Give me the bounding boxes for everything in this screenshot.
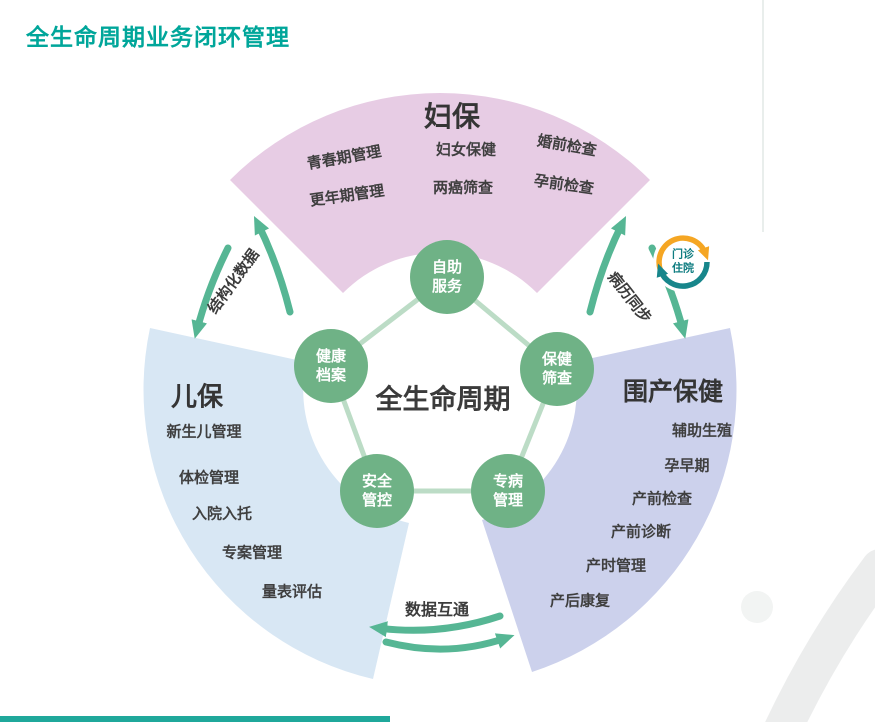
segment-item: 产前诊断 xyxy=(610,522,672,541)
segment-item: 新生儿管理 xyxy=(166,422,242,441)
node-label: 管理 xyxy=(492,491,523,509)
structured-data-arrows xyxy=(191,215,294,339)
center-label: 全生命周期 xyxy=(375,384,511,416)
segment-item: 孕早期 xyxy=(664,456,710,475)
arrow-to-maternal-left xyxy=(253,215,294,316)
badge-line-inpatient: 住院 xyxy=(672,262,694,275)
node-label: 档案 xyxy=(315,366,346,384)
page-title: 全生命周期业务闭环管理 xyxy=(26,25,290,51)
segment-item: 入院入托 xyxy=(191,504,253,523)
segment-item: 辅助生殖 xyxy=(671,421,733,440)
node-label: 服务 xyxy=(431,277,462,295)
background-decoration xyxy=(741,0,875,722)
segment-item: 体检管理 xyxy=(178,468,240,487)
cycle-badge-icon xyxy=(653,232,713,292)
arrow-to-child-bottom xyxy=(369,612,504,638)
segment-item: 专案管理 xyxy=(221,543,283,562)
segment-title-child-care: 儿保 xyxy=(170,382,224,413)
node-label: 安全 xyxy=(361,471,392,490)
segment-perinatal-care xyxy=(482,328,737,672)
segment-item: 产前检查 xyxy=(631,489,693,508)
segment-child-care xyxy=(143,328,409,679)
segment-title-maternal-care: 妇保 xyxy=(423,100,481,133)
node-disease-management: 专病 管理 xyxy=(471,454,545,528)
node-label: 筛查 xyxy=(541,369,572,387)
arrow-to-child xyxy=(191,244,232,339)
connector-label-data-exchange: 数据互通 xyxy=(404,600,470,619)
segment-title-perinatal-care: 围产保健 xyxy=(622,377,724,406)
node-safety-control: 安全 管控 xyxy=(340,454,414,528)
arrow-to-maternal-right xyxy=(586,215,627,316)
badge-teal-arrow xyxy=(656,261,710,289)
arrow-to-perinatal-bottom xyxy=(382,633,515,653)
data-exchange-arrows xyxy=(369,612,515,653)
node-self-service: 自助 服务 xyxy=(410,240,484,314)
badge-line-outpatient: 门诊 xyxy=(672,247,694,261)
segment-item: 量表评估 xyxy=(261,582,323,601)
segment-item: 产时管理 xyxy=(585,556,647,575)
segment-item: 产后康复 xyxy=(549,591,611,610)
segment-item: 妇女保健 xyxy=(435,140,497,159)
node-health-records: 健康 档案 xyxy=(294,329,368,403)
bottom-accent-bar xyxy=(0,716,390,722)
node-label: 管控 xyxy=(361,491,392,509)
cycle-badge-label: 门诊 住院 xyxy=(672,248,694,277)
node-label: 自助 xyxy=(431,257,462,276)
node-label: 专病 xyxy=(492,471,523,490)
node-label: 保健 xyxy=(541,349,572,368)
node-label: 健康 xyxy=(315,346,346,365)
segment-maternal-care xyxy=(230,93,650,294)
segment-item: 两癌筛查 xyxy=(432,178,494,197)
node-health-screening: 保健 筛查 xyxy=(520,332,594,406)
